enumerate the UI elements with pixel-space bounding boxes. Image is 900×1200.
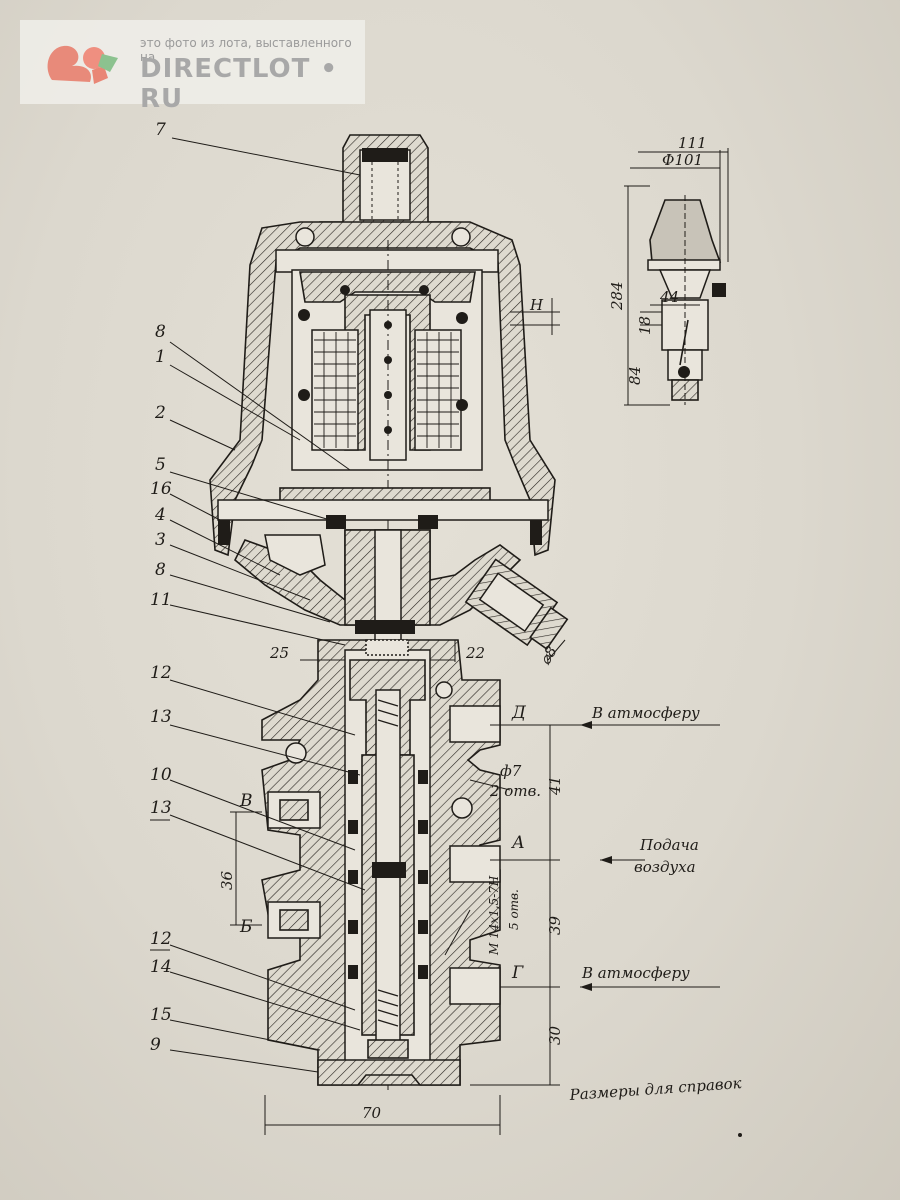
part-label-3: 3	[155, 530, 166, 550]
dim-70: 70	[362, 1104, 382, 1122]
part-label-5: 5	[155, 455, 166, 475]
base-plate	[217, 487, 549, 545]
external-view: 111 Ф101 284 44 18 84	[608, 134, 729, 406]
part-label-11: 11	[150, 590, 172, 610]
side-cable-fitting	[464, 558, 569, 650]
air-supply-label-2: воздуха	[634, 858, 696, 876]
valve-body	[261, 620, 501, 1086]
watermark-brand-name: DIRECTLOT	[140, 54, 311, 84]
part-label-1: 1	[155, 347, 166, 367]
part-label-9: 9	[150, 1035, 161, 1055]
part-label-13-top: 13	[150, 707, 172, 727]
dim-41: 41	[546, 776, 564, 796]
solenoid-coil	[291, 240, 483, 1090]
part-label-8-top: 8	[155, 322, 166, 342]
dim-284: 284	[608, 281, 626, 311]
part-label-4: 4	[154, 505, 166, 525]
port-a: А	[511, 833, 525, 853]
part-label-12: 12	[150, 929, 172, 949]
watermark-brand-tld: RU	[140, 84, 184, 114]
dim-25: 25	[269, 644, 289, 662]
annotations: В атмосферу В атмосферу Подача воздуха ф…	[487, 704, 742, 1104]
seals	[348, 770, 428, 979]
atm-bottom-label: В атмосферу	[581, 964, 690, 982]
dimension-lines	[230, 298, 720, 1135]
top-cap	[319, 134, 453, 241]
dim-84: 84	[626, 366, 644, 385]
part-label-10: 10	[150, 765, 172, 785]
thread-label-1: М 14х1,5-7Н	[487, 875, 501, 956]
holes-d7-label-2: 2 отв.	[489, 782, 541, 800]
part-label-16: 16	[150, 479, 172, 499]
dim-44: 44	[659, 288, 679, 306]
part-label-14: 14	[150, 957, 172, 977]
port-labels: Д В А Б Г	[239, 703, 527, 983]
part-label-8: 8	[155, 560, 166, 580]
dim-d8: ⌀8	[536, 643, 561, 668]
port-v: В	[239, 791, 253, 811]
part-number-labels: 7 8 1 2 5 16 4 3 8 11 12 13 10 13 12 14 …	[150, 120, 172, 1055]
dim-h: Н	[529, 296, 544, 314]
watermark-brand-separator: •	[320, 54, 339, 84]
port-b: Б	[239, 917, 253, 937]
holes-d7-label-1: ф7	[500, 762, 522, 780]
reference-note: Размеры для справок	[568, 1074, 742, 1104]
dim-36: 36	[218, 870, 236, 890]
part-label-7: 7	[155, 120, 166, 140]
part-label-2: 2	[154, 403, 166, 423]
dim-101: Ф101	[662, 151, 703, 169]
dim-30: 30	[546, 1025, 564, 1045]
port-g: Г	[511, 963, 524, 983]
leader-lines	[169, 137, 366, 1073]
squirrel-logo-icon	[47, 45, 118, 84]
part-label-13: 13	[150, 798, 172, 818]
part-label-15: 15	[150, 1005, 172, 1025]
dim-22: 22	[465, 644, 485, 662]
dim-39: 39	[546, 915, 564, 935]
dim-111: 111	[678, 134, 707, 152]
port-d: Д	[511, 703, 527, 723]
watermark-caption: это фото из лота, выставленного на	[140, 36, 352, 64]
thread-label-2: 5 отв.	[507, 889, 521, 930]
dim-18: 18	[636, 316, 654, 335]
atm-top-label: В атмосферу	[591, 704, 700, 722]
watermark: это фото из лота, выставленного на DIREC…	[20, 20, 365, 114]
solenoid-housing	[209, 221, 556, 557]
air-supply-label-1: Подача	[639, 836, 699, 854]
watermark-brand: DIRECTLOT • RU	[140, 54, 365, 114]
part-label-12-top: 12	[150, 663, 172, 683]
